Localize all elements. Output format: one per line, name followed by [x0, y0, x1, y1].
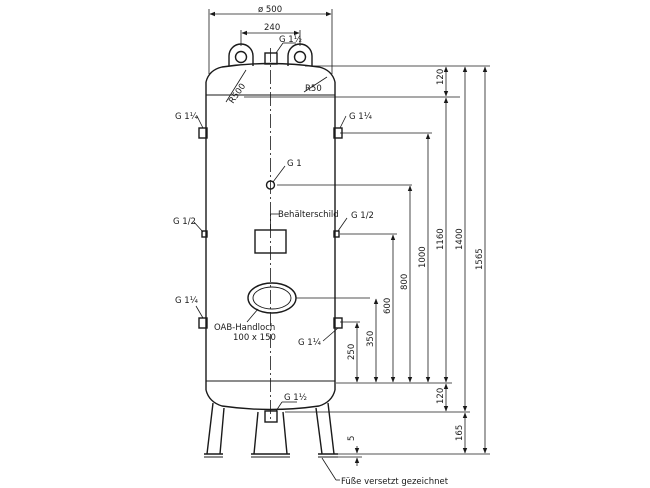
- handhole: OAB-Handloch 100 x 150: [214, 282, 370, 343]
- port-labels: G 1¼ G 1¼ G 1/2 G 1/2 G 1¼ G 1¼: [173, 112, 374, 348]
- radius-right-label: R50: [305, 84, 322, 94]
- handhole-label-2: 100 x 150: [233, 333, 276, 343]
- nameplate-label: Behälterschild: [278, 210, 339, 220]
- bottom-port: G 1½: [264, 393, 307, 423]
- lug-spacing-label: 240: [264, 23, 280, 33]
- center-port-label: G 1: [287, 159, 302, 169]
- dim-800: 800: [400, 274, 410, 290]
- dim-350: 350: [366, 331, 376, 347]
- dim-1565: 1565: [475, 248, 485, 270]
- nameplate: Behälterschild: [254, 210, 339, 254]
- lifting-lugs: [228, 43, 313, 66]
- radius-labels: R500 R50: [225, 69, 328, 106]
- port-upper-right-label: G 1¼: [349, 112, 372, 122]
- dim-5: 5: [347, 436, 357, 441]
- dim-1000: 1000: [418, 246, 428, 268]
- dim-120-top: 120: [436, 69, 446, 85]
- feet-note: Füße versetzt gezeichnet: [341, 477, 449, 487]
- port-lower-left-label: G 1¼: [175, 296, 198, 306]
- dim-250: 250: [347, 344, 357, 360]
- dim-1160: 1160: [436, 228, 446, 250]
- handhole-label-1: OAB-Handloch: [214, 323, 275, 333]
- dim-165: 165: [455, 425, 465, 441]
- dim-1400: 1400: [455, 228, 465, 250]
- feet: Füße versetzt gezeichnet: [204, 402, 449, 487]
- dim-600: 600: [383, 298, 393, 314]
- diameter-dimension: ø 500: [208, 5, 333, 74]
- port-upper-left-label: G 1¼: [175, 112, 198, 122]
- port-mid-left-label: G 1/2: [173, 217, 196, 227]
- radius-left-label: R500: [227, 82, 248, 106]
- port-mid-right-label: G 1/2: [351, 211, 374, 221]
- diameter-label: ø 500: [258, 5, 282, 15]
- bottom-port-label: G 1½: [284, 393, 307, 403]
- height-dimensions: 120 1565 1400 1160 1000 800 600 350 250 …: [277, 65, 490, 466]
- dim-120-bottom: 120: [436, 388, 446, 404]
- port-lower-right-label: G 1¼: [298, 338, 321, 348]
- top-port-label: G 1½: [279, 35, 302, 45]
- center-port: G 1: [265, 159, 302, 190]
